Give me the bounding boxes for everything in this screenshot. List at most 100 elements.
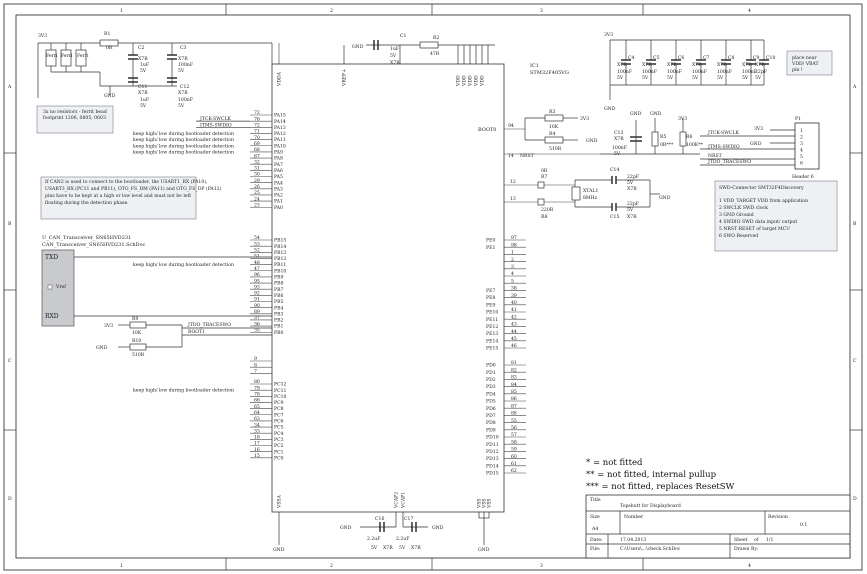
pin-14: 14 [508,153,514,159]
mcu-part: STM32F405VG [530,70,569,76]
mcu-right-pin-number: 58 [511,439,517,445]
zone-row-right-A: A [852,84,857,90]
mcu-body[interactable] [271,63,505,513]
pin-13: 13 [510,196,516,202]
mcu-right-pin-number: 97 [511,235,517,241]
mcu-left-pin-number: 18 [254,435,260,441]
c16-gnd: GND [340,525,352,531]
keep-level-note: keep high/ low during bootloader detecti… [133,131,234,137]
mcu-right-pin-number: 3 [511,264,514,270]
mcu-left-pin-name: PC2 [274,443,284,449]
mcu-right-pin-name: PE0 [486,238,495,244]
size-value: A4 [591,526,598,532]
mcu-left-pin-name: PB10 [274,268,286,274]
mcu-left-pin-name: PC1 [274,449,284,455]
r9-ref: R9 [132,316,138,322]
crystal-network [537,176,660,211]
bank-cap-ref: C10 [766,55,775,61]
r6-value: 100K** [686,142,703,148]
mcu-left-pin-name: PA3 [274,186,283,192]
bank-cap-dielectric: X7R [717,62,727,68]
transceiver-rxd: RXD [45,313,59,320]
mcu-right-pin-number: 38 [511,286,517,292]
mcu-left-pin-name: PB2 [274,318,283,324]
boot0-pin-label: BOOT0 [478,127,496,133]
vcap-network [278,512,490,545]
header-p1[interactable] [794,122,820,170]
c14-value: 22pF [627,174,639,180]
swd-net-jtdo: JTDO_TRACESWO [707,159,751,165]
mcu-right-pin-number: 81 [511,360,517,366]
c14-voltage: 5V [627,180,634,186]
mcu-left-pin-number: 72 [254,110,260,116]
revision-label: Revision [768,514,788,520]
bank-cap-dielectric: X7R [755,62,765,68]
boot1-3v3: 3V3 [104,323,113,329]
mcu-right-pin-name: PE1 [486,245,495,251]
ferrite-2: Ferri [61,53,73,59]
mcu-bottom-pin-name: VCAP2 [394,492,400,509]
mcu-left-pin-name: PA15 [274,113,286,119]
c15-dielectric: X7R [627,214,637,220]
number-label: Number [624,514,644,520]
c17-value: 2.2uF [396,536,409,542]
mcu-left-pin-name: PB0 [274,330,283,336]
mcu-left-pin-name: PB11 [274,262,286,268]
mcu-right-pin-number: 88 [511,411,517,417]
r1-ref: R1 [104,31,110,37]
mcu-left-pin-number: 15 [254,453,260,459]
bank-cap-value: 100nF [667,69,682,75]
bank-cap-ref: C4 [628,55,635,61]
r6-ref: R6 [686,134,692,140]
mcu-left-pin-number: 35 [254,327,260,333]
vdd-top-network [343,40,495,64]
zone-row-left-B: B [8,221,12,227]
c12-ref: C12 [180,84,189,90]
mcu-right-pin-number: 84 [511,382,517,388]
mcu-left-pin-name: PB1 [274,324,283,330]
sheet-label: Sheet [734,537,748,543]
r8-value: 220R [541,207,554,213]
bank-cap-value: 22pF [755,69,767,75]
bank-cap-ref: C5 [653,55,660,61]
legend-not-fitted: * = not fitted [586,458,643,468]
keep-level-note: keep high/ low during bootloader detecti… [133,137,234,143]
mcu-left-pin-name: PC9 [274,400,284,406]
bank-cap-voltage: 5V [717,75,724,81]
c13-dielectric: X7R [614,136,624,142]
can2-note [40,176,197,220]
mcu-right-pin-name: PD14 [486,463,499,469]
mcu-right-pin-name: PD11 [486,442,499,448]
bank-cap-voltage: 5V [755,75,762,81]
header-pin-number: 5 [800,154,803,160]
crystal-gnd: GND [659,195,671,201]
bank-cap-value: 100nF [642,69,657,75]
r10-value: 510R [132,352,145,358]
mcu-right-pin-number: 56 [511,425,517,431]
mcu-left-pin-number: 89 [254,309,260,315]
c11-value: 1uF [140,97,149,103]
mcu-left-pin-number: 95 [254,278,260,284]
outer-frame [3,3,863,571]
bank-cap-voltage: 5V [617,75,624,81]
legend-internal-pullup: ** = not fitted, internal pullup [586,470,717,480]
mcu-right-pin-name: PD5 [486,399,496,405]
can-transceiver-sheet[interactable] [41,249,75,327]
mcu-left-pin-name: PA10 [274,143,286,149]
swd-net-jtms: JTMS-SWDIO [707,144,740,150]
pin-94: 94 [508,123,514,129]
c17-dielectric: X7R [411,545,421,551]
bank-cap-value: 100nF [742,69,757,75]
mcu-left-pin-number: 93 [254,284,260,290]
mcu-left-pin-number: 7 [254,369,257,375]
bank-cap-ref: C6 [678,55,685,61]
r10-ref: R10 [132,338,141,344]
mcu-left-pin-name: PC3 [274,437,284,443]
nrst-network [600,118,795,166]
transceiver-file: CAN_Transceiver_SN65HVD231.SchDoc [42,242,146,248]
mcu-right-pin-number: 40 [511,300,517,306]
transceiver-txd: TXD [45,254,58,261]
zone-row-left-C: C [8,358,12,364]
mcu-left-pin-name: PB7 [274,287,283,293]
